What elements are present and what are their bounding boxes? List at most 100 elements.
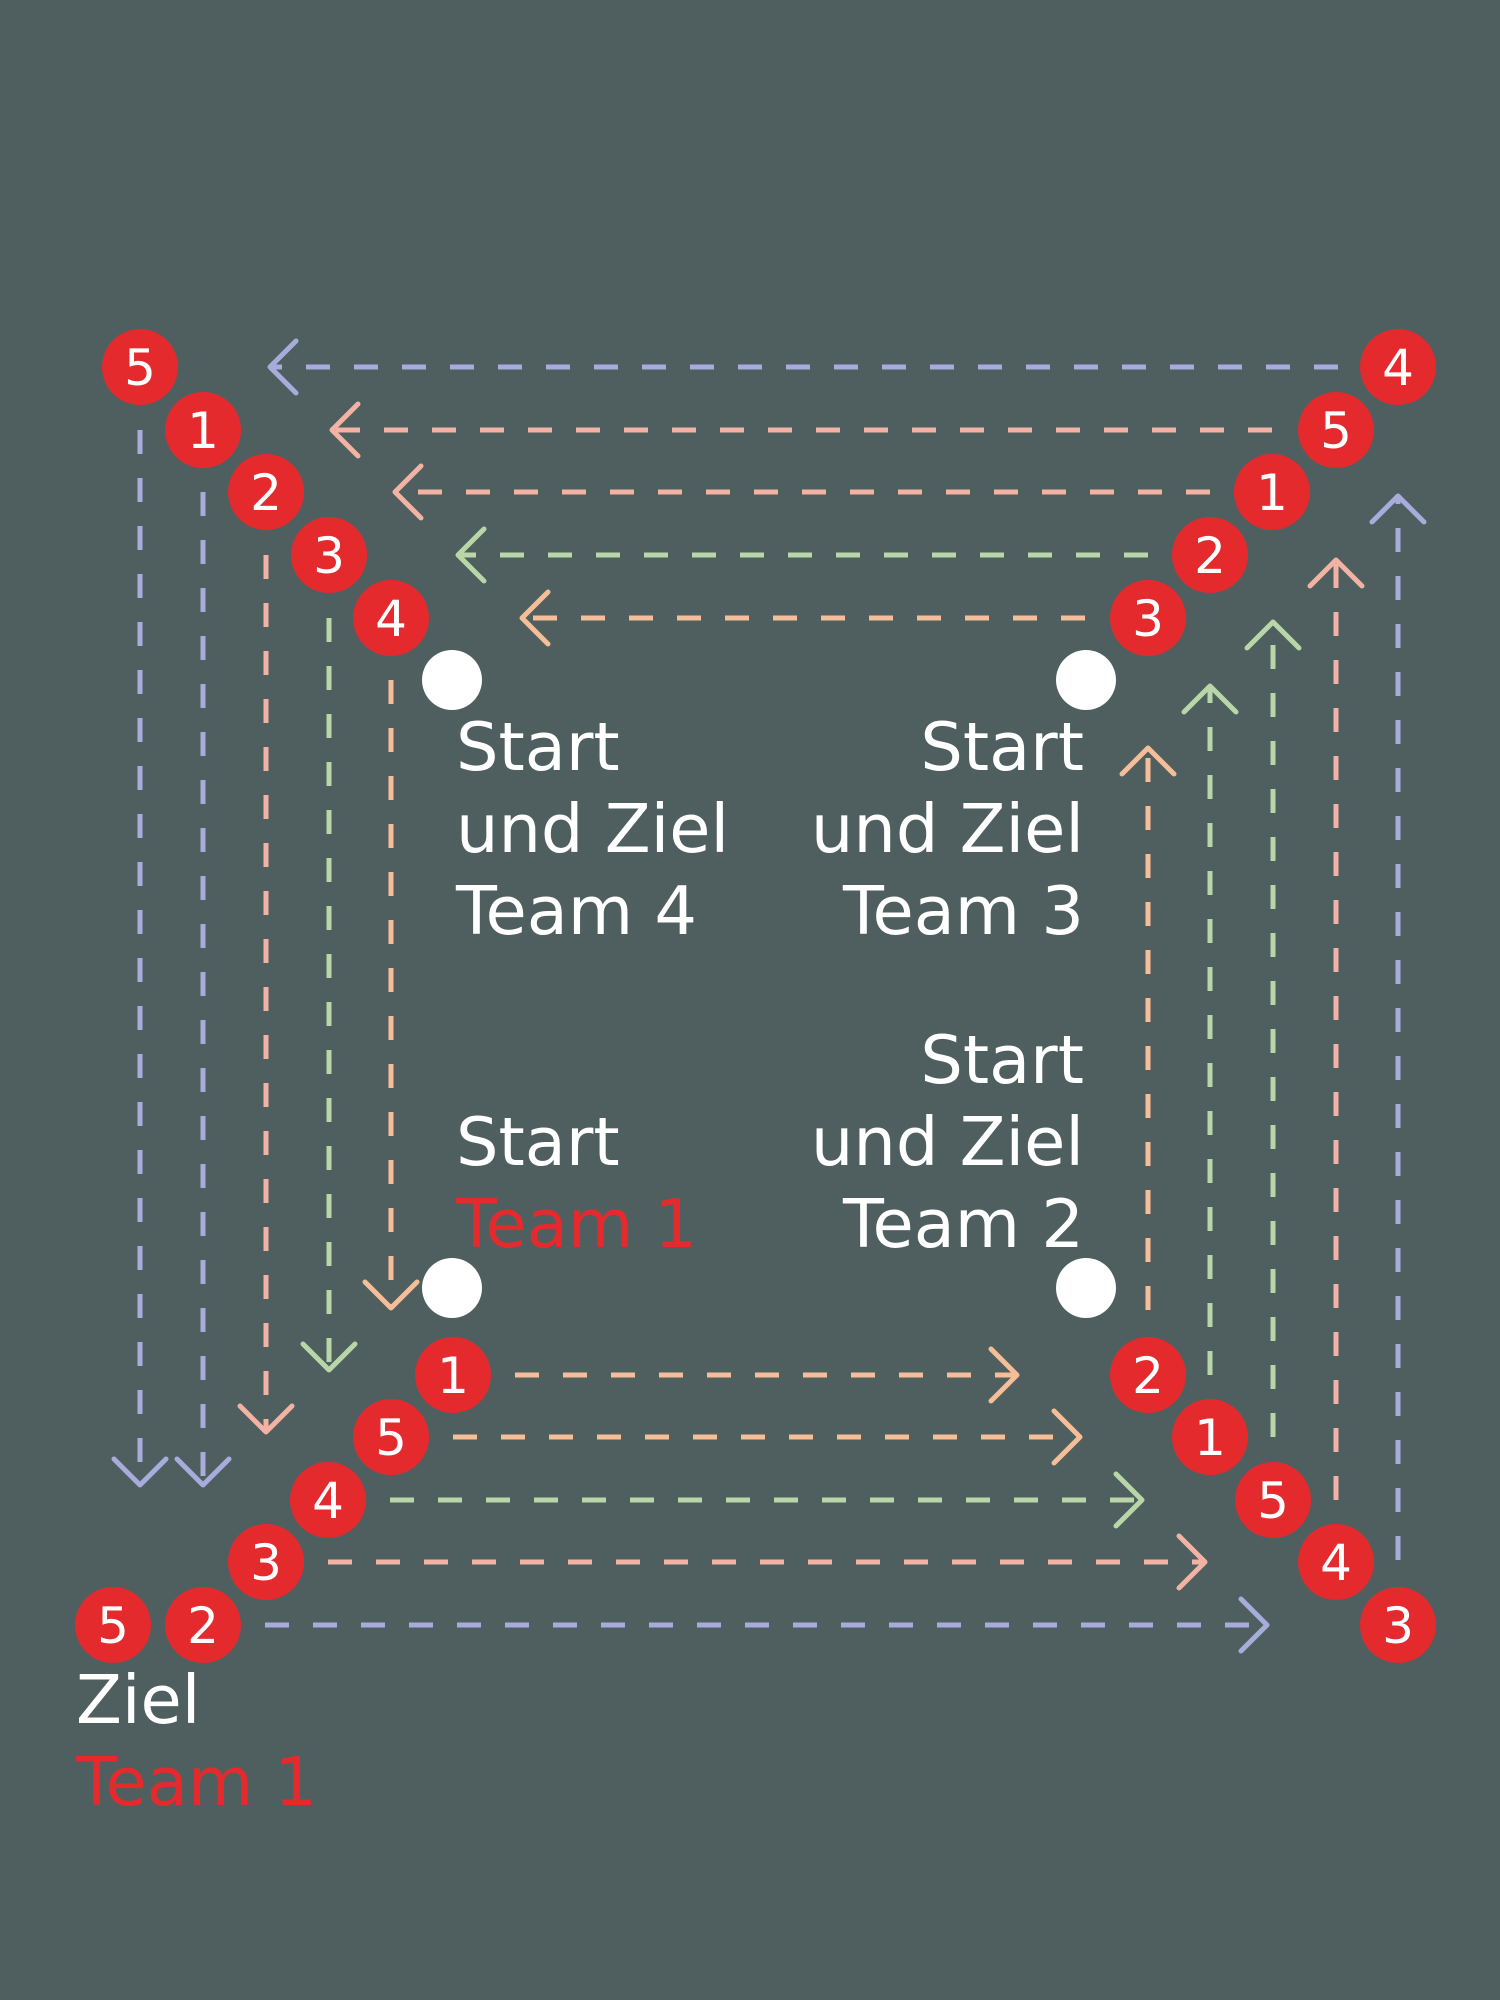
start-marker-team1 — [422, 1258, 482, 1318]
badge-circle — [353, 1399, 429, 1475]
badge-circle — [291, 517, 367, 593]
route-segment — [300, 618, 358, 1373]
badge-number: 3 — [313, 527, 345, 585]
team3-label-line2: und Ziel — [811, 790, 1084, 868]
arrowhead-icon — [1181, 683, 1239, 715]
start-marker-team3 — [1056, 650, 1116, 710]
route-segment — [1369, 493, 1427, 1560]
team4-label: Start und Ziel Team 4 — [455, 708, 729, 950]
team1-start-label-line1: Start — [456, 1103, 620, 1181]
route-segment — [392, 463, 1210, 521]
station-badge: 1 — [415, 1337, 491, 1413]
arrowhead-icon — [1051, 1408, 1083, 1466]
route-segment — [1307, 557, 1365, 1500]
arrowhead-icon — [1369, 493, 1427, 525]
arrowhead-icon — [237, 1403, 295, 1435]
team4-label-line3: Team 4 — [455, 872, 697, 950]
station-badge: 5 — [102, 329, 178, 405]
badge-number: 2 — [1194, 527, 1226, 585]
team3-label-line3: Team 3 — [842, 872, 1084, 950]
team1-finish-label-line1: Ziel — [76, 1661, 200, 1739]
badge-circle — [1360, 1587, 1436, 1663]
station-badge: 1 — [1234, 454, 1310, 530]
arrowhead-icon — [267, 338, 299, 396]
route-segment — [390, 1471, 1145, 1529]
badge-number: 2 — [187, 1597, 219, 1655]
station-badge: 3 — [1110, 580, 1186, 656]
badge-circle — [1110, 580, 1186, 656]
station-badge: 4 — [1298, 1524, 1374, 1600]
route-segment — [362, 680, 420, 1311]
route-segment — [329, 401, 1272, 459]
arrowhead-icon — [111, 1456, 169, 1488]
badge-circle — [75, 1587, 151, 1663]
badge-number: 4 — [312, 1472, 344, 1530]
team4-label-line2: und Ziel — [456, 790, 729, 868]
arrowhead-icon — [1119, 745, 1177, 777]
arrowhead-icon — [988, 1346, 1020, 1404]
station-badge: 5 — [353, 1399, 429, 1475]
badge-number: 1 — [1256, 464, 1288, 522]
badge-number: 4 — [1382, 339, 1414, 397]
start-markers — [422, 650, 1116, 1318]
station-badge: 2 — [1172, 517, 1248, 593]
badge-number: 3 — [1382, 1597, 1414, 1655]
route-segment — [267, 338, 1338, 396]
badge-number: 2 — [1132, 1347, 1164, 1405]
badge-number: 5 — [1320, 402, 1352, 460]
badge-circle — [102, 329, 178, 405]
team4-label-line1: Start — [456, 708, 620, 786]
station-badge: 2 — [1110, 1337, 1186, 1413]
route-paths — [111, 338, 1427, 1654]
badge-number: 5 — [375, 1409, 407, 1467]
badge-number: 5 — [124, 339, 156, 397]
badge-circle — [1172, 1399, 1248, 1475]
route-segment — [174, 492, 232, 1488]
station-badge: 1 — [165, 392, 241, 468]
arrowhead-icon — [174, 1456, 232, 1488]
team2-label: Start und Ziel Team 2 — [811, 1021, 1084, 1263]
badge-circle — [165, 1587, 241, 1663]
badge-circle — [1298, 392, 1374, 468]
station-badge: 3 — [1360, 1587, 1436, 1663]
arrowhead-icon — [1113, 1471, 1145, 1529]
route-segment — [1119, 745, 1177, 1310]
badge-number: 4 — [1320, 1534, 1352, 1592]
station-badge: 3 — [228, 1524, 304, 1600]
route-segment — [515, 1346, 1020, 1404]
route-segment — [237, 555, 295, 1435]
badge-number: 3 — [1132, 590, 1164, 648]
team3-label-line1: Start — [920, 708, 1084, 786]
route-segment — [111, 430, 169, 1488]
arrowhead-icon — [362, 1279, 420, 1311]
badge-circle — [1235, 1462, 1311, 1538]
station-badge: 5 — [75, 1587, 151, 1663]
badge-circle — [290, 1462, 366, 1538]
team2-label-line1: Start — [920, 1021, 1084, 1099]
station-badge: 4 — [1360, 329, 1436, 405]
badge-number: 2 — [250, 464, 282, 522]
station-badge: 5 — [1298, 392, 1374, 468]
badge-number: 1 — [187, 402, 219, 460]
badge-number: 3 — [250, 1534, 282, 1592]
station-badge: 2 — [165, 1587, 241, 1663]
route-segment — [328, 1533, 1208, 1591]
route-segment — [265, 1596, 1270, 1654]
badge-circle — [1172, 517, 1248, 593]
badge-number: 1 — [1194, 1409, 1226, 1467]
station-badge: 2 — [228, 454, 304, 530]
badge-circle — [1298, 1524, 1374, 1600]
team1-start-label-team: Team 1 — [455, 1185, 697, 1263]
arrowhead-icon — [392, 463, 424, 521]
team2-label-line2: und Ziel — [811, 1103, 1084, 1181]
station-badge: 4 — [353, 580, 429, 656]
badge-circle — [1234, 454, 1310, 530]
badge-number: 4 — [375, 590, 407, 648]
start-marker-team2 — [1056, 1258, 1116, 1318]
badge-number: 5 — [97, 1597, 129, 1655]
station-badge: 5 — [1235, 1462, 1311, 1538]
badge-number: 1 — [437, 1347, 469, 1405]
badge-circle — [1360, 329, 1436, 405]
